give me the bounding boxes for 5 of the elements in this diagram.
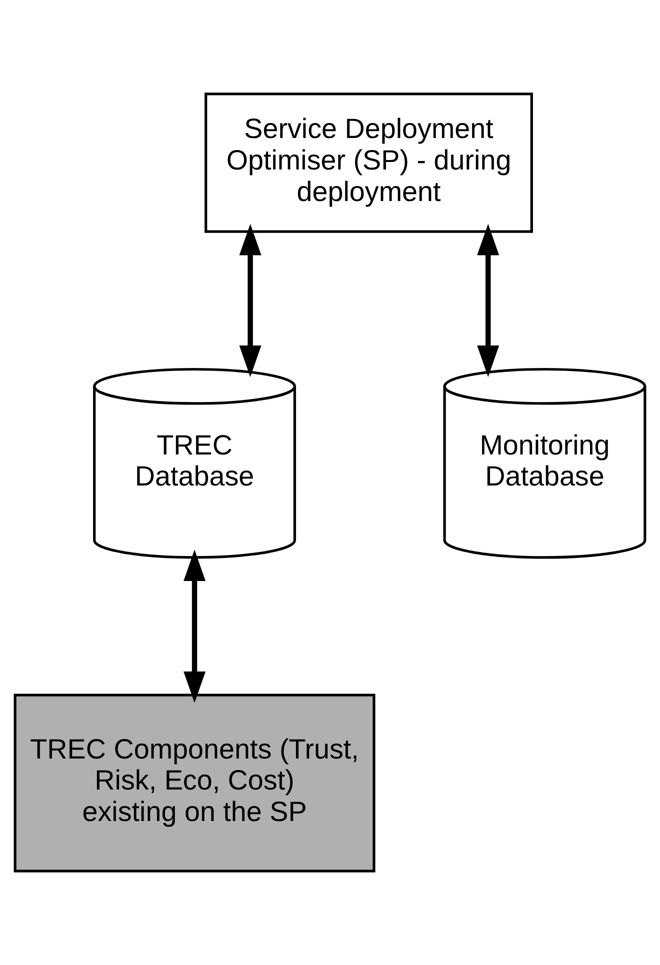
arrow [184,550,206,703]
arrow [239,224,262,377]
arrow [477,224,500,377]
node-box: TREC Components (Trust, Risk, Eco, Cost) existing on the SP [14,694,376,872]
node-box: Service Deployment Optimiser (SP) - during deployment [204,92,533,233]
